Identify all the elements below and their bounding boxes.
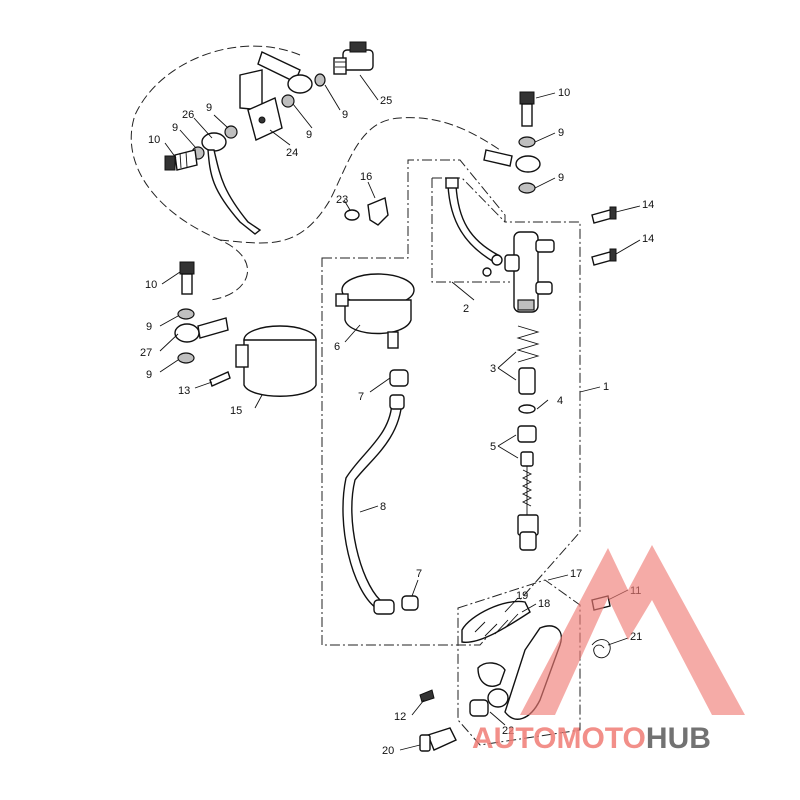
adaptor-block bbox=[247, 97, 283, 141]
master-cylinder-body bbox=[504, 231, 555, 313]
reservoir-holder bbox=[209, 325, 317, 397]
watermark-text-auto: AUTO bbox=[472, 722, 556, 755]
callout-10: 10 bbox=[558, 87, 570, 99]
group-outlines bbox=[130, 45, 581, 746]
brake-hose-loop-outline bbox=[130, 45, 301, 301]
callout-27: 27 bbox=[140, 347, 152, 359]
banjo-bolt-left bbox=[164, 149, 198, 171]
callout-9: 9 bbox=[558, 172, 564, 184]
callout-7: 7 bbox=[416, 568, 422, 580]
watermark-triangle-icon bbox=[520, 545, 745, 715]
callout-9: 9 bbox=[342, 109, 348, 121]
automotohub-watermark: AUTOMOTOHUB bbox=[472, 545, 745, 755]
callout-19: 19 bbox=[516, 590, 528, 602]
pedal-group-outline bbox=[457, 579, 581, 746]
left-banjo-pipe bbox=[201, 132, 262, 235]
callout-26: 26 bbox=[182, 109, 194, 121]
callout-9: 9 bbox=[558, 127, 564, 139]
upper-hose-outline bbox=[219, 117, 501, 244]
callout-9: 9 bbox=[146, 321, 152, 333]
callout-25: 25 bbox=[380, 95, 392, 107]
reservoir-hose bbox=[342, 394, 405, 615]
callout-18: 18 bbox=[538, 598, 550, 610]
brake-light-switch bbox=[333, 41, 374, 75]
callout-14: 14 bbox=[642, 233, 654, 245]
callout-9: 9 bbox=[172, 122, 178, 134]
callout-2: 2 bbox=[463, 303, 469, 315]
callout-6: 6 bbox=[334, 341, 340, 353]
callout-13: 13 bbox=[178, 385, 190, 397]
mounting-screws bbox=[591, 206, 617, 266]
hose-clamps bbox=[389, 369, 419, 611]
callout-1: 1 bbox=[603, 381, 609, 393]
callout-leaders bbox=[159, 74, 641, 751]
callout-9: 9 bbox=[146, 369, 152, 381]
callout-21: 21 bbox=[630, 631, 642, 643]
banjo-bolt-right bbox=[483, 91, 541, 194]
callout-17: 17 bbox=[570, 568, 582, 580]
hose-clip bbox=[344, 197, 389, 226]
callout-14: 14 bbox=[642, 199, 654, 211]
callout-23: 23 bbox=[336, 194, 348, 206]
callout-22: 22 bbox=[502, 725, 514, 737]
brake-pedal-assembly bbox=[419, 595, 611, 752]
master-cylinder-hose-outline bbox=[431, 177, 510, 283]
callout-16: 16 bbox=[360, 171, 372, 183]
svg-text:AUTOMOTOHUB: AUTOMOTOHUB bbox=[472, 722, 711, 755]
callout-10: 10 bbox=[148, 134, 160, 146]
callout-10: 10 bbox=[145, 279, 157, 291]
callout-9: 9 bbox=[306, 129, 312, 141]
callout-24: 24 bbox=[286, 147, 298, 159]
callout-3: 3 bbox=[490, 363, 496, 375]
fluid-reservoir bbox=[335, 273, 415, 349]
banjo-bolt-lower bbox=[174, 261, 229, 364]
piston-assembly bbox=[516, 325, 540, 551]
callout-labels: 25 9 9 24 9 26 9 10 10 9 9 14 14 16 23 2… bbox=[140, 87, 654, 757]
callout-4: 4 bbox=[557, 395, 563, 407]
feed-hose-short bbox=[445, 177, 503, 277]
callout-5: 5 bbox=[490, 441, 496, 453]
watermark-text-hub: HUB bbox=[646, 722, 711, 755]
watermark-text-moto: MOTO bbox=[556, 722, 645, 755]
callout-8: 8 bbox=[380, 501, 386, 513]
callout-15: 15 bbox=[230, 405, 242, 417]
callout-7: 7 bbox=[358, 391, 364, 403]
callout-9: 9 bbox=[206, 102, 212, 114]
callout-20: 20 bbox=[382, 745, 394, 757]
callout-12: 12 bbox=[394, 711, 406, 723]
